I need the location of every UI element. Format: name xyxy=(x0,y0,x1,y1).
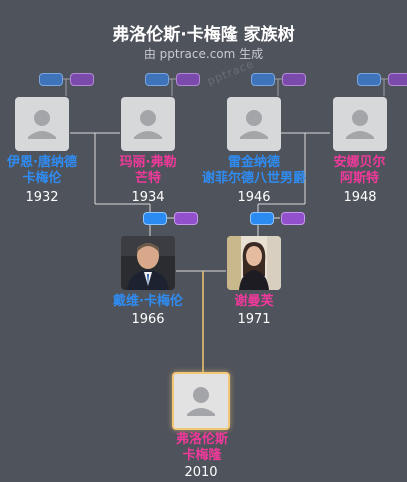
person-name[interactable]: 谢曼芙 xyxy=(234,294,274,309)
person-card-avatar[interactable] xyxy=(333,97,387,151)
person-name-line: 安娜贝尔 xyxy=(333,155,386,170)
person-birth-year: 1948 xyxy=(343,190,377,205)
person-birth-year: 2010 xyxy=(184,465,218,480)
person-photo[interactable] xyxy=(227,236,281,290)
person-name-line: 卡梅隆 xyxy=(182,448,222,463)
male-parent-chip[interactable] xyxy=(39,73,63,86)
female-parent-chip[interactable] xyxy=(282,73,306,86)
person-photo[interactable] xyxy=(121,236,175,290)
page-subtitle: 由 pptrace.com 生成 xyxy=(143,47,264,61)
person-name-line: 伊恩·唐纳德 xyxy=(7,155,77,170)
person-birth-year: 1934 xyxy=(131,190,165,205)
person-card-avatar[interactable] xyxy=(121,97,175,151)
person-name-line: 阿斯特 xyxy=(339,171,379,186)
portrait-photo xyxy=(121,236,175,290)
female-parent-chip[interactable] xyxy=(174,212,198,225)
person-placeholder-icon xyxy=(28,110,56,139)
person-placeholder-icon xyxy=(346,110,374,139)
person-placeholder-icon xyxy=(187,387,215,416)
male-parent-chip[interactable] xyxy=(251,73,275,86)
person-name-line: 雷金纳德 xyxy=(227,155,280,170)
person-name-line: 芒特 xyxy=(134,171,161,186)
person-name[interactable]: 安娜贝尔 阿斯特 xyxy=(312,155,407,187)
person-name[interactable]: 玛丽·弗勒 芒特 xyxy=(93,155,203,187)
female-parent-chip[interactable] xyxy=(281,212,305,225)
male-parent-chip[interactable] xyxy=(145,73,169,86)
person-name[interactable]: 雷金纳德 谢菲尔德八世男爵 xyxy=(184,155,324,187)
focus-person-avatar[interactable] xyxy=(172,372,230,430)
person-name-line: 卡梅伦 xyxy=(22,171,62,186)
person-name-line: 弗洛伦斯 xyxy=(175,432,228,447)
person-card-avatar[interactable] xyxy=(15,97,69,151)
person-name-line: 玛丽·弗勒 xyxy=(119,155,177,170)
male-parent-chip[interactable] xyxy=(250,212,274,225)
person-card-avatar[interactable] xyxy=(227,97,281,151)
person-name-line: 谢菲尔德八世男爵 xyxy=(201,171,306,186)
female-parent-chip[interactable] xyxy=(388,73,407,86)
female-parent-chip[interactable] xyxy=(70,73,94,86)
person-name[interactable]: 弗洛伦斯 卡梅隆 xyxy=(147,432,257,464)
portrait-photo xyxy=(227,236,281,290)
person-birth-year: 1946 xyxy=(237,190,271,205)
male-parent-chip[interactable] xyxy=(143,212,167,225)
person-placeholder-icon xyxy=(240,110,268,139)
person-name[interactable]: 戴维·卡梅伦 xyxy=(113,294,183,309)
male-parent-chip[interactable] xyxy=(357,73,381,86)
person-placeholder-icon xyxy=(134,110,162,139)
page-title: 弗洛伦斯·卡梅隆 家族树 xyxy=(112,25,295,45)
person-birth-year: 1932 xyxy=(25,190,59,205)
person-birth-year: 1966 xyxy=(131,312,165,327)
person-birth-year: 1971 xyxy=(237,312,271,327)
person-name[interactable]: 伊恩·唐纳德 卡梅伦 xyxy=(0,155,97,187)
female-parent-chip[interactable] xyxy=(176,73,200,86)
